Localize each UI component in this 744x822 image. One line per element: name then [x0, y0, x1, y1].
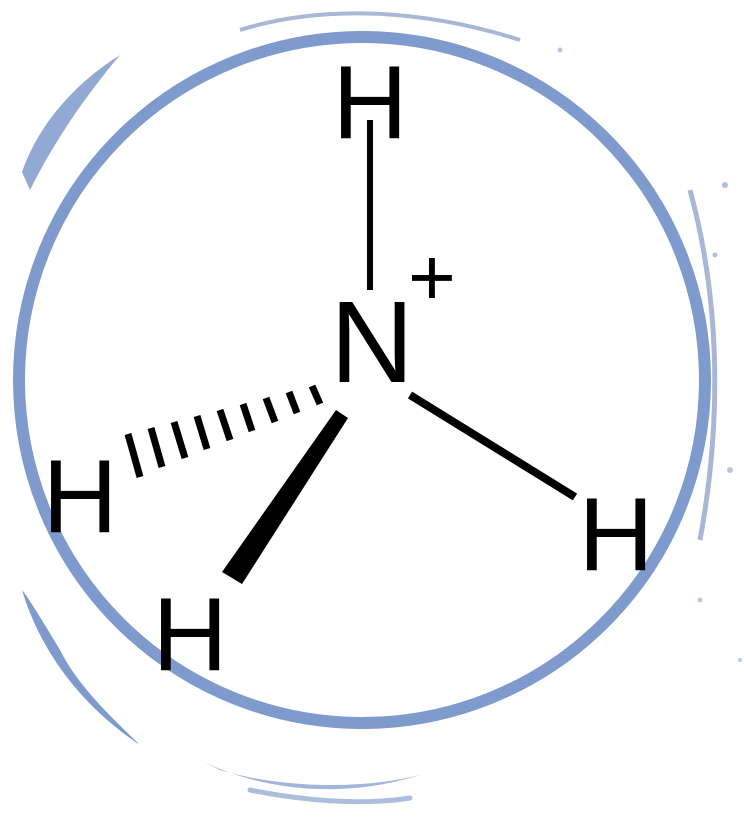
atom-h-bottom: H: [152, 577, 227, 693]
bond-wedge-hashed: [124, 384, 324, 478]
atom-h-left: H: [42, 439, 117, 555]
brush-circle-frame: [13, 11, 742, 805]
brush-swash-lower-left: [22, 590, 140, 745]
brush-speckle: [697, 597, 703, 603]
brush-tail-bottom: [200, 760, 420, 790]
bonds: [124, 120, 578, 584]
bond-wedge-solid: [222, 410, 348, 584]
charge-plus: +: [408, 232, 456, 323]
brush-speckle: [738, 658, 742, 662]
brush-texture-right: [687, 189, 718, 541]
brush-swash-left: [22, 55, 120, 190]
atom-h-top: H: [332, 45, 407, 161]
brush-speckle: [722, 182, 728, 188]
brush-tail-bottom-2: [247, 787, 413, 805]
atom-n-center: N: [330, 277, 414, 407]
atoms: H N + H H H: [42, 45, 653, 693]
bond-n-h-right: [407, 391, 578, 501]
brush-circle-ring: [13, 31, 711, 729]
brush-speckle: [557, 47, 563, 53]
brush-texture-top: [239, 11, 521, 42]
brush-speckle: [712, 252, 718, 258]
atom-h-right: H: [578, 477, 653, 593]
brush-speckle: [727, 467, 733, 473]
